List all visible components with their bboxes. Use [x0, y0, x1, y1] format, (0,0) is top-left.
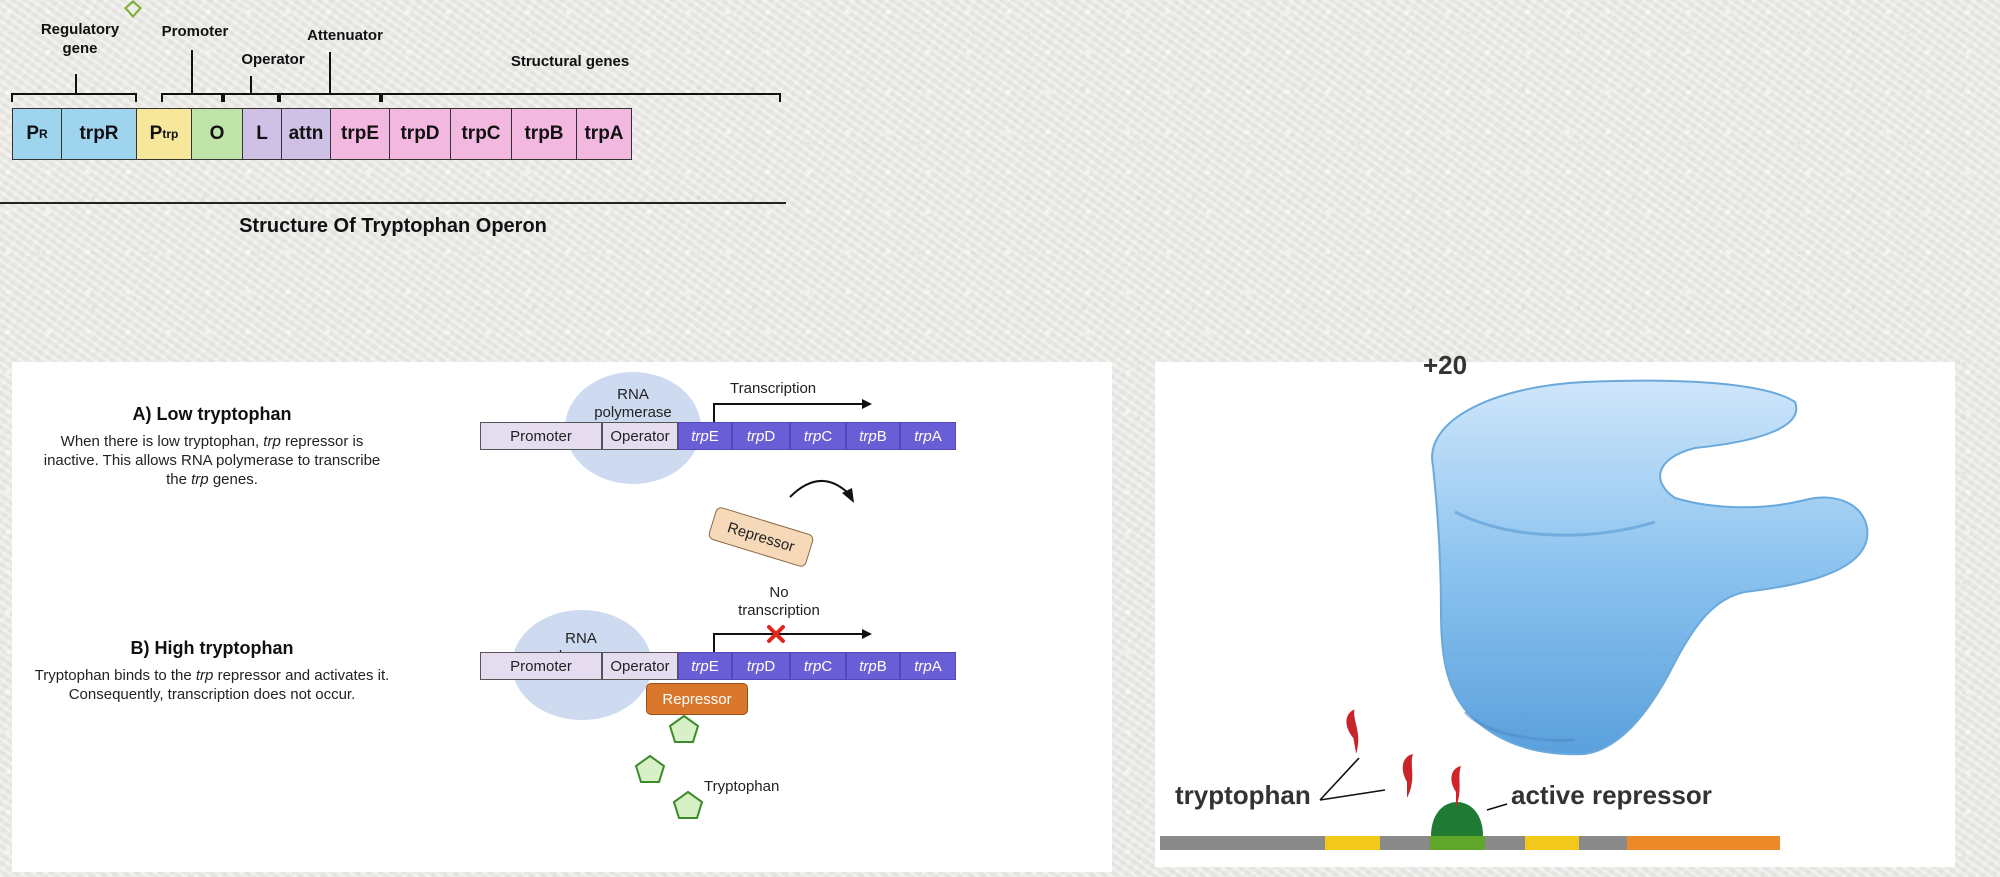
tryptophan-drop-bound	[1451, 766, 1461, 808]
gene-name: P	[26, 123, 39, 144]
no-transcription-label: No transcription	[738, 584, 820, 619]
gene-box-10: trpA	[576, 108, 632, 160]
promoter-label: Promoter	[161, 23, 229, 40]
operator-segment: Operator	[602, 652, 678, 680]
gene-subscript: trp	[162, 127, 179, 141]
low-tryptophan-description: When there is low tryptophan, trp repres…	[32, 432, 392, 489]
gene-prefix: trp	[859, 427, 877, 445]
gene-prefix: trp	[691, 427, 709, 445]
operon-structure-panel: Regulatory gene Promoter Operator Attenu…	[0, 0, 790, 250]
gene-prefix: trp	[803, 657, 822, 675]
gene-letter: C	[821, 427, 833, 445]
gene-letter: E	[708, 427, 719, 445]
gene-letter: B	[876, 427, 887, 445]
trp-regulation-panel: A) Low tryptophan When there is low tryp…	[12, 362, 1112, 872]
gene-letter: C	[821, 657, 833, 675]
gene-box-5: attn	[281, 108, 331, 160]
active-repressor-block: Repressor	[646, 683, 748, 715]
description-fragment: When there is low tryptophan,	[60, 433, 264, 450]
gene-name: trpE	[341, 123, 379, 144]
transcription-label: Transcription	[730, 380, 817, 397]
gene-box-6: trpE	[330, 108, 390, 160]
description-fragment: genes.	[208, 471, 258, 488]
gene-name: attn	[288, 123, 324, 144]
gene-box-1: trpR	[61, 108, 137, 160]
tryptophan-molecules	[634, 714, 704, 819]
description-fragment: Tryptophan binds to the	[34, 667, 196, 684]
gene-name: trpR	[79, 123, 119, 144]
repressor-3d-illustration	[1160, 379, 1869, 850]
blocked-x-icon	[767, 625, 785, 643]
gene-letter: D	[764, 657, 776, 675]
gene-box-9: trpB	[511, 108, 577, 160]
regulatory-gene-label: Regulatory gene	[40, 21, 120, 57]
rna-polymerase-label-low: RNA polymerase	[594, 386, 672, 421]
operon-brackets	[11, 50, 781, 102]
caption-divider	[0, 202, 786, 204]
tryptophan-callout: tryptophan	[1175, 780, 1311, 810]
gene-box-8: trpC	[450, 108, 512, 160]
promoter-segment: Promoter	[480, 422, 602, 450]
gene-name: trpD	[400, 123, 440, 144]
promoter-segment: Promoter	[480, 652, 602, 680]
gene-name: trpA	[584, 123, 624, 144]
gene-letter: D	[764, 427, 776, 445]
active-repressor-panel: +20 tryptophan	[1155, 350, 1955, 867]
gene-prefix: trp	[746, 657, 765, 675]
low-tryptophan-title: A) Low tryptophan	[132, 404, 292, 424]
gene-letter: B	[876, 657, 887, 675]
gene-prefix: trp	[859, 657, 877, 675]
description-fragment: trp	[263, 433, 281, 450]
gene-name: L	[256, 123, 268, 144]
gene-letter: E	[708, 657, 719, 675]
gene-box-7: trpD	[389, 108, 451, 160]
attenuator-label: Attenuator	[307, 27, 383, 44]
operator-label: Operator	[241, 51, 305, 68]
gene-name: trpB	[524, 123, 564, 144]
gene-subscript: R	[39, 127, 48, 141]
high-tryptophan-description: Tryptophan binds to the trp repressor an…	[32, 666, 392, 704]
active-repressor-callout: active repressor	[1511, 780, 1712, 810]
operator-segment: Operator	[602, 422, 678, 450]
description-fragment: trp	[191, 471, 209, 488]
tryptophan-label: Tryptophan	[704, 778, 780, 795]
gene-prefix: trp	[914, 427, 932, 445]
description-fragment: repressor and activates it. Consequently…	[68, 667, 390, 703]
gene-box-3: O	[191, 108, 243, 160]
description-fragment: repressor is inactive. This allows RNA p…	[43, 433, 381, 488]
gene-prefix: trp	[914, 657, 932, 675]
green-diamond-icon	[124, 0, 142, 18]
gene-letter: A	[931, 427, 942, 445]
high-tryptophan-title: B) High tryptophan	[130, 638, 294, 658]
gene-prefix: trp	[691, 657, 709, 675]
operon-caption: Structure Of Tryptophan Operon	[239, 214, 547, 237]
description-fragment: trp	[195, 667, 214, 684]
structural-genes-label: Structural genes	[510, 53, 630, 70]
gene-prefix: trp	[803, 427, 822, 445]
gene-letter: A	[931, 657, 942, 675]
gene-name: O	[209, 123, 225, 144]
top-cut-label: +20	[1423, 350, 1468, 380]
release-arrow	[789, 479, 854, 503]
gene-name: trpC	[461, 123, 501, 144]
gene-prefix: trp	[746, 427, 765, 445]
gene-name: P	[149, 123, 163, 144]
gene-box-4: L	[242, 108, 282, 160]
